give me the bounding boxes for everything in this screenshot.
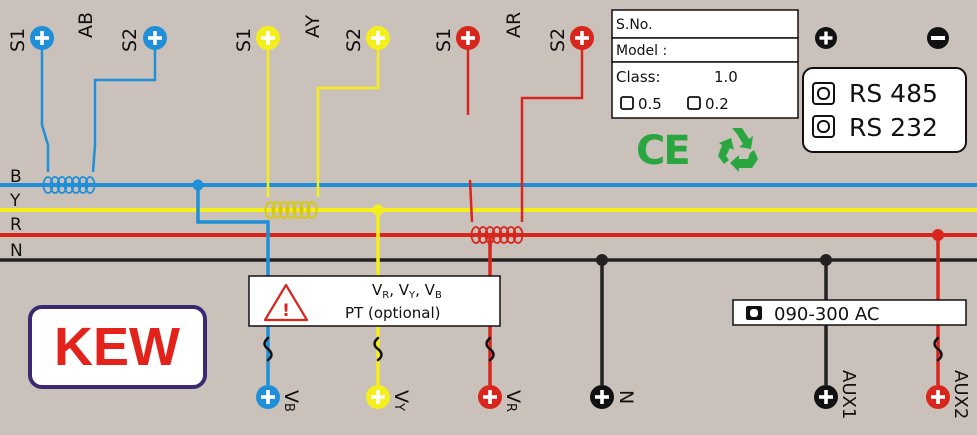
vb-terminal xyxy=(256,385,280,409)
n-terminal xyxy=(590,385,614,409)
ct-blue-coil xyxy=(42,176,96,194)
ct-red-s2-terminal xyxy=(570,26,594,50)
n-junction xyxy=(596,254,608,266)
class-label: Class: xyxy=(616,68,661,86)
plus-symbol xyxy=(815,27,837,49)
ct-red-s1-terminal xyxy=(456,26,480,50)
bus-label-r: R xyxy=(10,215,22,235)
ct-blue-s1-terminal xyxy=(30,26,54,50)
sno-label: S.No. xyxy=(616,17,653,33)
aux1-terminal xyxy=(814,385,838,409)
ct-red-name-label: AR xyxy=(503,12,525,38)
ct-yellow-s2-wire xyxy=(316,40,380,197)
bus-label-n: N xyxy=(10,241,23,261)
ct-red-s1-wire-lower xyxy=(468,179,474,223)
fuse-vr xyxy=(485,336,495,362)
comm-box: RS 485 RS 232 xyxy=(802,67,967,153)
ct-yellow-s2-label: S2 xyxy=(343,28,365,52)
aux-supply-box: 090-300 AC xyxy=(732,299,967,326)
info-box: S.No. Model : Class: 1.0 0.5 0.2 xyxy=(611,9,799,119)
vy-label: VY xyxy=(390,390,412,411)
vb-junction xyxy=(192,179,204,191)
bus-label-b: B xyxy=(10,167,22,187)
aux2-terminal xyxy=(926,385,950,409)
ct-yellow-s2-terminal xyxy=(366,26,390,50)
ce-mark: CE xyxy=(636,128,689,174)
ct-red-s2-wire xyxy=(520,40,584,222)
ct-red-s2-label: S2 xyxy=(547,28,569,52)
class-value: 1.0 xyxy=(714,68,738,86)
minus-symbol xyxy=(927,27,949,49)
svg-text:!: ! xyxy=(282,301,290,321)
aux2-label: AUX2 xyxy=(950,370,971,419)
ct-blue-name-label: AB xyxy=(75,12,97,38)
class-0-2-label: 0.2 xyxy=(705,95,729,113)
model-label: Model : xyxy=(616,43,667,59)
class-field xyxy=(611,61,799,119)
sno-field xyxy=(611,9,799,39)
rs485-port-icon xyxy=(812,82,835,105)
fuse-vb xyxy=(263,336,273,362)
ct-blue-s2-terminal xyxy=(143,26,167,50)
ct-blue-s2-label: S2 xyxy=(119,28,141,52)
vy-junction xyxy=(372,204,384,216)
pt-box: ! VR, VY, VB PT (optional) xyxy=(248,275,501,327)
ct-yellow-coil xyxy=(264,201,318,219)
recycle-icon xyxy=(718,128,758,172)
warning-icon: ! xyxy=(263,283,309,322)
rs485-label: RS 485 xyxy=(849,79,938,108)
aux1-junction xyxy=(820,254,832,266)
aux1-label: AUX1 xyxy=(838,370,859,419)
ct-yellow-s1-terminal xyxy=(256,26,280,50)
ct-red-coil xyxy=(470,226,524,244)
ct-yellow-name-label: AY xyxy=(302,14,324,38)
aux2-junction xyxy=(932,229,944,241)
fuse-aux2 xyxy=(933,336,943,362)
bus-label-y: Y xyxy=(9,191,21,211)
rs232-label: RS 232 xyxy=(849,113,938,142)
vr-terminal xyxy=(478,385,502,409)
class-0-5-checkbox xyxy=(620,96,634,110)
kew-logo: KEW xyxy=(28,305,207,389)
class-0-5-label: 0.5 xyxy=(638,95,662,113)
aux-supply-label: 090-300 AC xyxy=(774,304,880,325)
vy-terminal xyxy=(366,385,390,409)
svg-text:KEW: KEW xyxy=(54,317,180,377)
vr-label: VR xyxy=(502,390,524,412)
ct-blue-s2-wire xyxy=(91,40,157,173)
ct-red-s1-label: S1 xyxy=(433,28,455,52)
ct-blue-s1-label: S1 xyxy=(7,28,29,52)
fuse-vy xyxy=(373,336,383,362)
pt-optional-label: PT (optional) xyxy=(345,304,440,322)
ct-yellow-s1-label: S1 xyxy=(233,28,255,52)
class-0-2-checkbox xyxy=(687,96,701,110)
pt-voltages-label: VR, VY, VB xyxy=(372,281,442,301)
ct-blue-s1-wire xyxy=(40,40,50,172)
n-label: N xyxy=(615,390,637,404)
rs232-port-icon xyxy=(812,115,835,138)
vb-label: VB xyxy=(280,390,302,412)
